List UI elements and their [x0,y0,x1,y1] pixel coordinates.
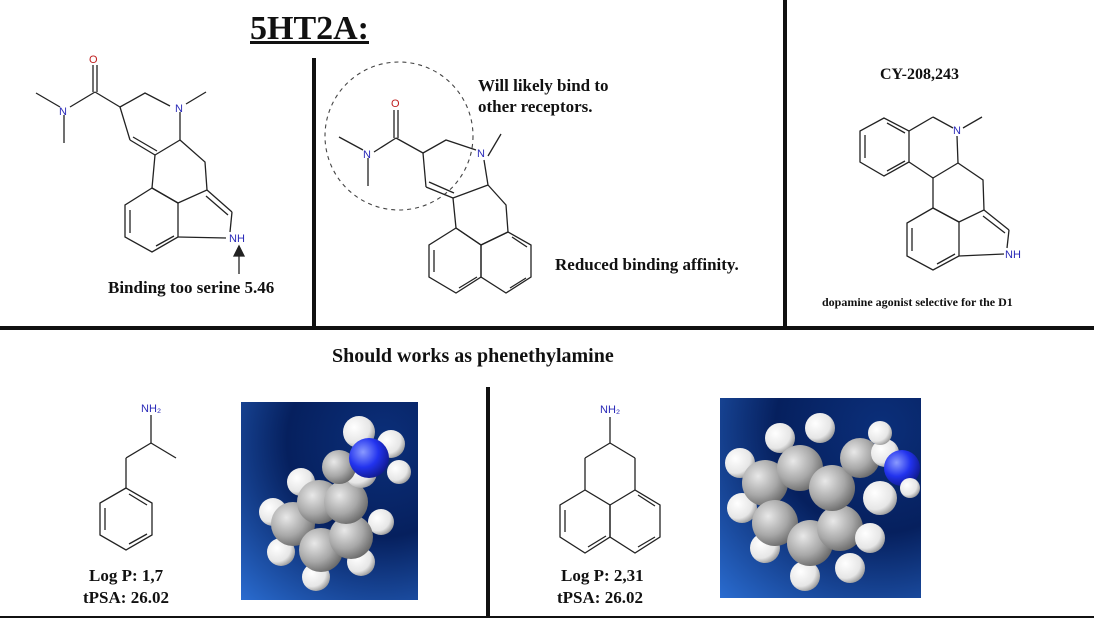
panel1-molecule: O N N NH [35,54,246,274]
indole-nh-label: NH [1005,249,1021,261]
ring-nitrogen-label: N [477,148,485,160]
page-title: 5HT2A: [250,10,369,47]
panel3-molecule: N NH [859,116,1021,271]
indole-nh-label: NH [229,233,245,245]
left-tpsa: tPSA: 26.02 [83,588,169,607]
divider-top-right [783,0,787,330]
right-compound-structure: NH₂ [559,404,661,554]
amine-group-label: NH₂ [141,403,161,415]
left-compound-structure: NH₂ [99,403,177,551]
panel2-note-bottom: Reduced binding affinity. [555,255,739,274]
right-space-filling-model [720,398,921,598]
amide-nitrogen-label: N [363,149,371,161]
ring-nitrogen-label: N [953,125,961,137]
left-logp: Log P: 1,7 [89,566,164,585]
panel3-caption: dopamine agonist selective for the D1 [822,295,1013,309]
oxygen-atom-label: O [391,98,400,110]
amine-group-label: NH₂ [600,404,620,416]
section-title: Should works as phenethylamine [332,345,614,367]
oxygen-atom-label: O [89,54,98,66]
right-logp: Log P: 2,31 [561,566,644,585]
right-tpsa: tPSA: 26.02 [557,588,643,607]
divider-bottom-edge [0,616,1094,618]
amide-nitrogen-label: N [59,106,67,118]
left-space-filling-model [241,402,418,600]
panel3-title: CY-208,243 [880,66,959,83]
panel2-note-top: Will likely bind to other receptors. [478,76,609,116]
ring-nitrogen-label: N [175,103,183,115]
divider-bottom-middle [486,387,490,617]
panel1-caption: Binding too serine 5.46 [108,278,275,297]
divider-horizontal [0,326,1094,330]
panel2-molecule: O N N [324,61,532,294]
divider-top-middle [312,58,316,330]
